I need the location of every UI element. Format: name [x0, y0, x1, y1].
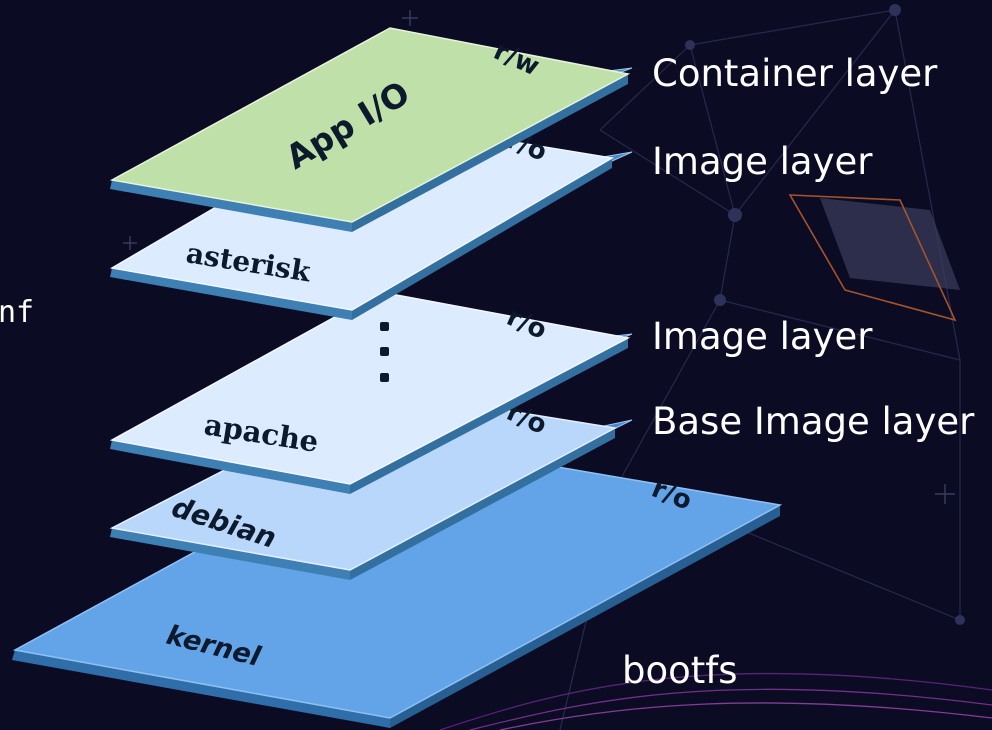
- decorative-square: [788, 194, 960, 322]
- background-wave: [439, 672, 992, 730]
- background-nodes: [685, 4, 965, 625]
- label-container-layer: Container layer: [652, 52, 938, 95]
- background-network: [559, 9, 961, 730]
- layer-kernel: kernel r/o: [12, 439, 783, 728]
- partial-text: nf: [0, 295, 34, 330]
- layer-apache-top: [109, 291, 631, 485]
- plus-marks: [123, 10, 955, 504]
- ellipsis-dots: [380, 322, 389, 382]
- layer-app-io-top: [109, 27, 631, 223]
- label-bootfs: bootfs: [622, 649, 738, 692]
- label-image-layer-mid: Image layer: [652, 315, 873, 358]
- layer-apache: apache r/o: [109, 291, 631, 494]
- layer-app-io: App I/O r/w: [109, 27, 631, 232]
- label-image-layer-top: Image layer: [652, 140, 873, 183]
- label-base-image-layer: Base Image layer: [652, 400, 975, 443]
